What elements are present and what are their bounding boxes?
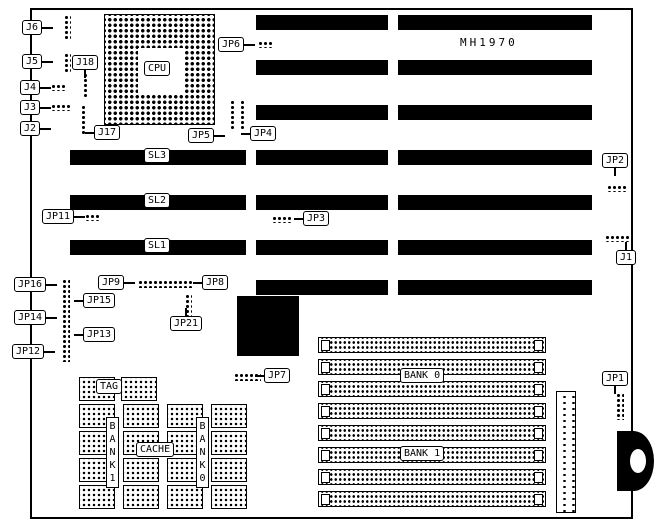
- slot-bar: [398, 60, 592, 75]
- label-jp7: JP7: [254, 368, 291, 383]
- slot-bar: [256, 15, 388, 30]
- j17-header: [80, 104, 87, 134]
- jp11-header: [84, 213, 100, 221]
- cache-chip: [211, 404, 247, 428]
- label-cache-bank1-column: BANK1: [106, 417, 119, 488]
- label-j1: J1: [616, 242, 637, 265]
- slot-bar: [398, 195, 592, 210]
- simm-socket: [318, 337, 546, 353]
- cache-chip: [211, 458, 247, 482]
- cache-chip: [211, 485, 247, 509]
- slot-bar: [398, 280, 592, 295]
- label-jp14: JP14: [14, 310, 58, 325]
- label-jp5: JP5: [188, 128, 226, 143]
- cache-chip: [211, 431, 247, 455]
- jp21-header: [184, 293, 192, 317]
- label-jp16: JP16: [14, 277, 58, 292]
- label-cache-bank0-column: BANK0: [196, 417, 209, 488]
- jp8-jp9-header-strip: [137, 279, 193, 288]
- label-sl3: SL3: [144, 148, 171, 163]
- label-bank0: BANK 0: [400, 368, 445, 383]
- label-jp1: JP1: [602, 371, 629, 394]
- simm-socket: [318, 403, 546, 419]
- jp12-jp16-header-strip: [61, 278, 70, 362]
- jp7-header: [233, 372, 261, 381]
- simm-socket: [318, 425, 546, 441]
- label-sl2: SL2: [144, 193, 171, 208]
- label-j6: J6: [22, 20, 54, 35]
- simm-socket: [318, 381, 546, 397]
- slot-bar: [398, 105, 592, 120]
- j6-header: [63, 14, 71, 40]
- label-jp15: JP15: [73, 293, 116, 308]
- label-sl1: SL1: [144, 238, 171, 253]
- label-jp6: JP6: [218, 37, 256, 52]
- label-j18: J18: [72, 55, 99, 78]
- label-cache: CACHE: [136, 442, 175, 457]
- j18-header: [82, 72, 89, 97]
- cpu-label: CPU: [144, 61, 171, 76]
- jp6-header: [257, 40, 273, 48]
- slot-bar: [256, 60, 388, 75]
- jp2-header: [606, 184, 626, 192]
- slot-bar: [256, 240, 388, 255]
- cache-chip: [79, 485, 115, 509]
- slot-bar: [398, 150, 592, 165]
- j5-header: [63, 52, 71, 74]
- jp3-header: [271, 215, 293, 223]
- label-jp8: JP8: [192, 275, 229, 290]
- keyboard-din-connector: [617, 431, 654, 491]
- j1-header: [604, 234, 630, 242]
- slot-bar: [398, 15, 592, 30]
- jp1-header: [615, 392, 624, 420]
- label-jp2: JP2: [602, 153, 629, 176]
- cpu-socket: [104, 14, 215, 125]
- label-j17: J17: [84, 125, 121, 140]
- j4-header: [50, 83, 66, 91]
- slot-bar: [256, 195, 388, 210]
- label-jp13: JP13: [73, 327, 116, 342]
- label-jp12: JP12: [12, 344, 56, 359]
- chipset-chip: [237, 296, 299, 356]
- label-tag: TAG: [96, 379, 123, 394]
- cache-chip: [123, 404, 159, 428]
- cache-chip: [123, 485, 159, 509]
- slot-bar: [256, 280, 388, 295]
- slot-bar: [256, 105, 388, 120]
- label-jp11: JP11: [42, 209, 86, 224]
- jp5-header: [229, 99, 236, 131]
- label-jp3: JP3: [293, 211, 330, 226]
- label-j4: J4: [20, 80, 52, 95]
- label-bank1: BANK 1: [400, 446, 445, 461]
- cache-chip: [167, 485, 203, 509]
- label-j2: J2: [20, 121, 52, 136]
- jp4-header: [239, 99, 246, 131]
- label-jp9: JP9: [98, 275, 136, 290]
- label-j5: J5: [22, 54, 54, 69]
- simm-socket: [318, 491, 546, 507]
- cache-chip: [123, 458, 159, 482]
- slot-bar: [398, 240, 592, 255]
- label-j3: J3: [20, 100, 52, 115]
- simm-socket: [318, 469, 546, 485]
- slot-bar: [256, 150, 388, 165]
- label-jp21: JP21: [170, 308, 203, 331]
- label-jp4: JP4: [240, 126, 277, 141]
- power-connector: [556, 391, 576, 513]
- tag-ram-chip: [121, 377, 157, 401]
- j3-header: [50, 103, 72, 111]
- board-model-label: MH1970: [460, 36, 518, 49]
